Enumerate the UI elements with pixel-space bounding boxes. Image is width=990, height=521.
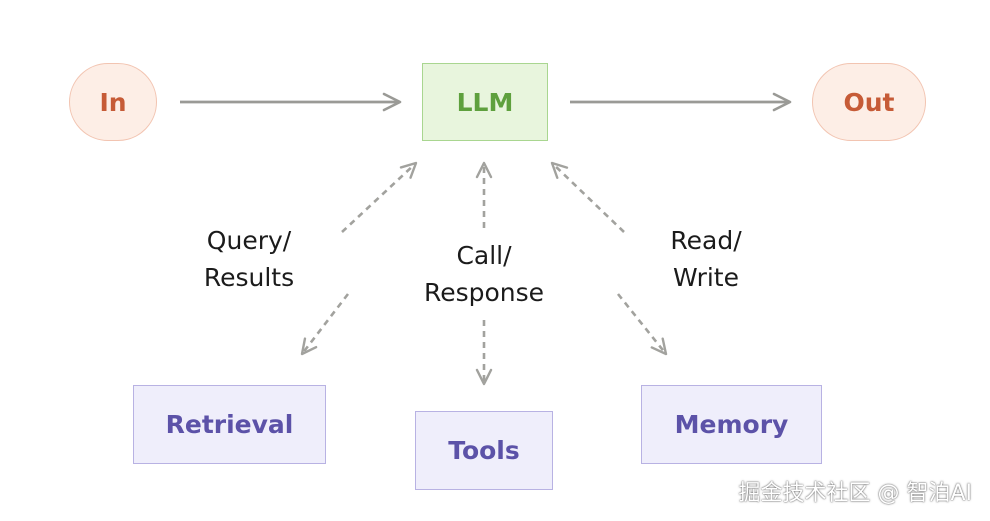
memory-connector-upper [550,161,625,233]
tools-node: Tools [415,411,553,490]
retrieval-connector-upper [341,161,418,233]
output-node: Out [812,63,926,141]
memory-node: Memory [641,385,822,464]
retrieval-edge-label: Query/ Results [185,222,313,296]
input-node-label: In [99,87,127,117]
memory-edge-label-line1: Read/ [670,226,742,255]
retrieval-node-label: Retrieval [165,410,294,439]
output-node-label: Out [843,87,895,117]
input-node: In [69,63,157,141]
tools-node-label: Tools [448,436,520,465]
tools-edge-label-line2: Response [423,278,545,307]
retrieval-node: Retrieval [133,385,326,464]
tools-edge-label-line1: Call/ [456,241,512,270]
watermark: 掘金技术社区 @ 智泊AI [738,481,972,506]
llm-node-label: LLM [456,87,514,117]
memory-edge-label: Read/ Write [650,222,762,296]
tools-edge-label: Call/ Response [410,237,558,311]
memory-edge-label-line2: Write [672,263,739,292]
memory-node-label: Memory [674,410,789,439]
llm-node: LLM [422,63,548,141]
retrieval-connector-lower [300,293,350,356]
retrieval-edge-label-line2: Results [203,263,295,292]
retrieval-edge-label-line1: Query/ [206,226,292,255]
memory-connector-lower [616,293,668,356]
